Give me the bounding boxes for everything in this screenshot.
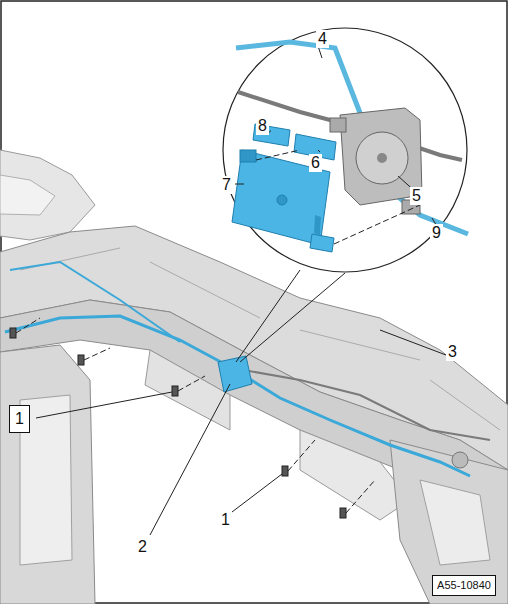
callout-number: 8 — [256, 117, 269, 135]
callout-number: 7 — [220, 176, 233, 194]
callout-number: 9 — [430, 224, 443, 242]
callout-number: 5 — [410, 187, 423, 205]
callout-number: 4 — [316, 30, 329, 48]
callout-number: 6 — [309, 154, 322, 172]
callout-number: 1 — [219, 511, 232, 529]
figure-id-box: A55-10840 — [432, 575, 496, 596]
figure-id: A55-10840 — [437, 580, 491, 591]
callout-number: 1 — [15, 411, 24, 427]
callout-box: 1 — [9, 405, 30, 433]
callout-number: 3 — [446, 343, 459, 361]
callout-number: 2 — [136, 538, 149, 556]
